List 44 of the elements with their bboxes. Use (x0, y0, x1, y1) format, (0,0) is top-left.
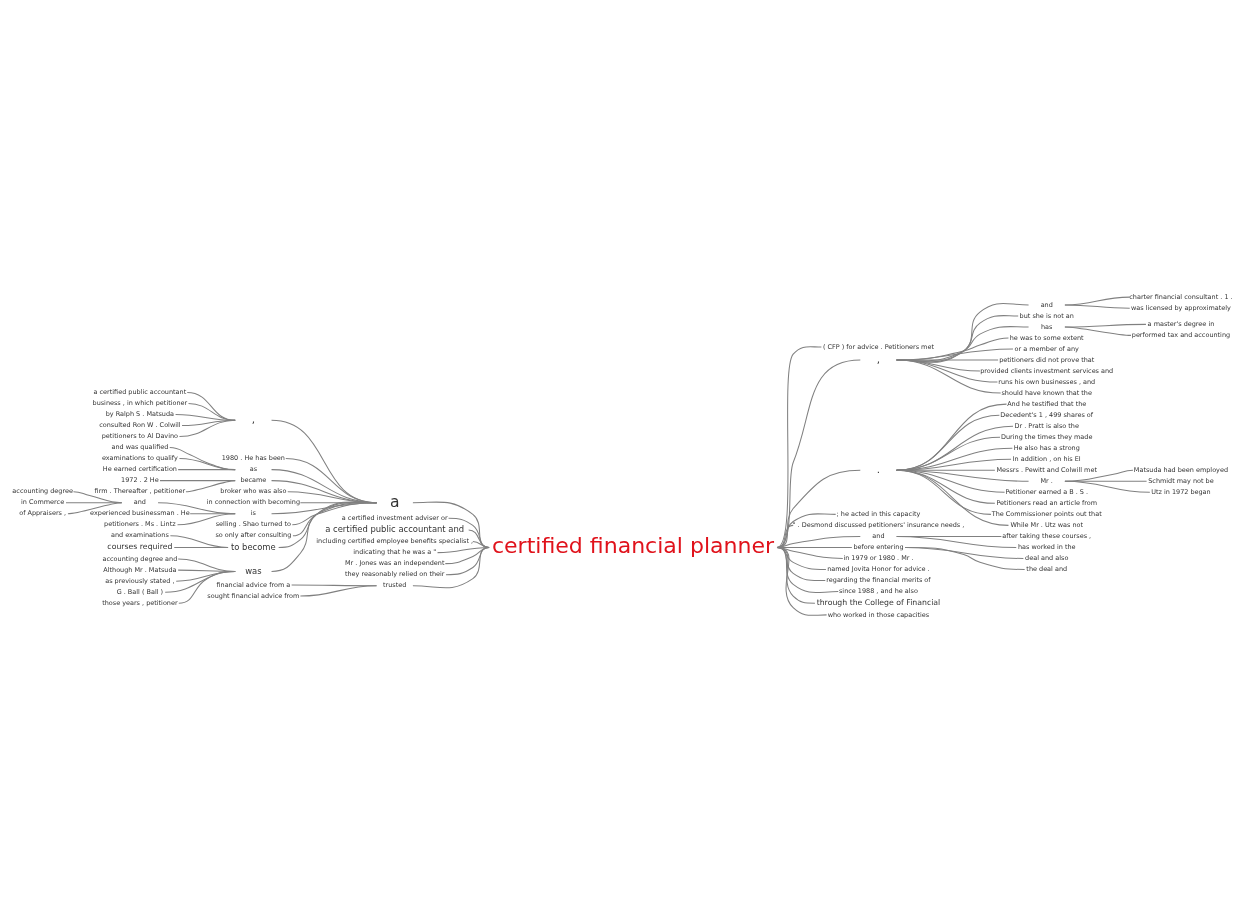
connector (776, 359, 861, 548)
node-text: . (876, 462, 881, 475)
connector (776, 345, 822, 548)
connector (776, 546, 828, 616)
connector (468, 528, 490, 548)
connector (896, 469, 1009, 526)
connector (445, 546, 490, 575)
connector (177, 512, 236, 525)
connector (776, 469, 861, 548)
connector (271, 500, 378, 572)
connector (67, 501, 123, 514)
connector (896, 436, 1001, 471)
connector (904, 546, 1026, 570)
connector (896, 414, 1000, 471)
node-text: was (245, 565, 262, 576)
connector (188, 402, 236, 421)
connector (1064, 325, 1132, 336)
connector (412, 546, 490, 588)
connector (178, 570, 236, 604)
connector (896, 359, 1002, 394)
connector (177, 468, 236, 470)
connector (896, 403, 1008, 471)
node-text: a certified public accountant and (325, 523, 465, 534)
connector (185, 479, 236, 492)
connector (299, 584, 378, 597)
connector (178, 419, 236, 437)
connector (173, 546, 229, 548)
connector (448, 517, 490, 548)
node-text: certified financial planner (491, 532, 775, 558)
connector (1064, 303, 1131, 309)
connector (412, 501, 490, 548)
connector (776, 535, 861, 548)
connector (1064, 480, 1151, 493)
node-text: , (876, 352, 881, 364)
connector (186, 391, 236, 421)
connector (472, 540, 490, 548)
connector (896, 535, 1017, 548)
connector (178, 457, 236, 470)
connector (169, 446, 236, 470)
node-text: , (251, 412, 256, 425)
connector (896, 425, 1014, 471)
node-text: a (389, 492, 400, 511)
connector (169, 534, 229, 548)
node-text: to become (230, 541, 276, 552)
